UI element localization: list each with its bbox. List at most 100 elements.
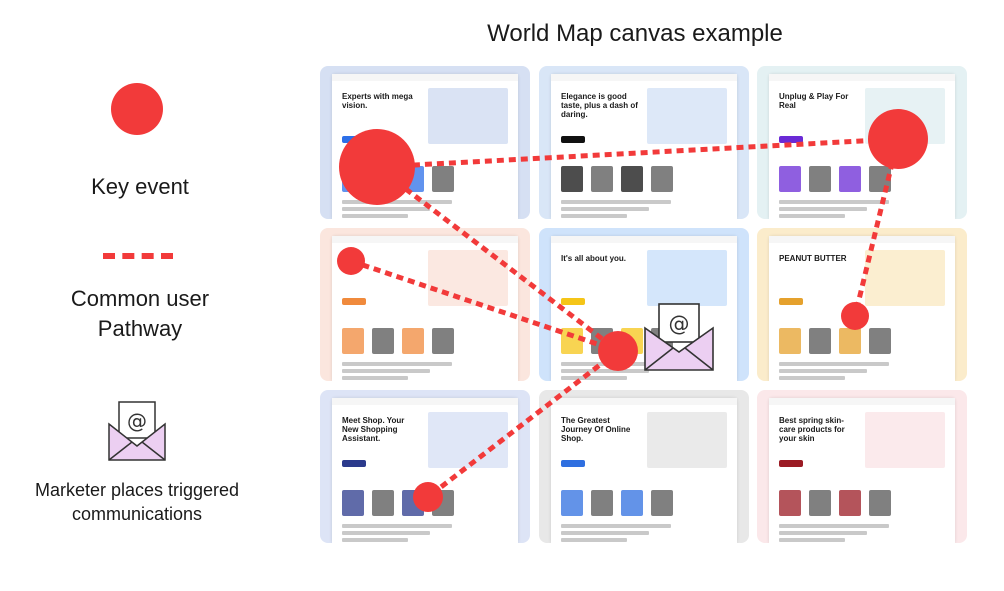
tile-headline: Best spring skin-care products for your … <box>779 416 845 443</box>
pathway-label: Common user Pathway <box>70 286 210 341</box>
product-thumbnail <box>809 490 831 516</box>
website-screenshot: Meet Shop. Your New Shopping Assistant. <box>320 390 530 543</box>
key-event-marker <box>868 109 928 169</box>
product-thumbnail <box>869 328 891 354</box>
user-pathway-line <box>852 138 901 317</box>
user-pathway-line <box>426 349 620 499</box>
text-line <box>779 369 867 373</box>
cta-button <box>342 460 366 467</box>
key-event-label: Key event <box>91 174 189 199</box>
cta-button <box>561 298 585 305</box>
product-thumbnail <box>869 490 891 516</box>
product-thumbnail <box>342 328 364 354</box>
text-line <box>779 531 867 535</box>
website-screenshot: Elegance is good taste, plus a dash of d… <box>539 66 749 219</box>
product-thumbnail <box>342 490 364 516</box>
key-event-marker <box>337 247 365 275</box>
text-line <box>561 524 671 528</box>
user-pathway-line <box>350 258 619 354</box>
product-thumbnail <box>591 490 613 516</box>
hero-image <box>647 88 727 144</box>
text-line <box>561 369 649 373</box>
product-thumbnail <box>651 166 673 192</box>
cta-button <box>342 298 366 305</box>
text-line <box>779 376 845 380</box>
browser-bar <box>332 398 518 405</box>
product-thumbnail <box>621 166 643 192</box>
hero-image <box>428 412 508 468</box>
product-thumbnail <box>561 166 583 192</box>
svg-text:@: @ <box>127 409 147 433</box>
product-thumbnail <box>621 490 643 516</box>
browser-bar <box>332 74 518 81</box>
text-line <box>342 524 452 528</box>
cta-button <box>561 136 585 143</box>
cta-button <box>779 298 803 305</box>
text-line <box>342 200 452 204</box>
svg-text:@: @ <box>669 312 690 336</box>
tile-headline: Elegance is good taste, plus a dash of d… <box>561 92 638 119</box>
text-line <box>779 200 889 204</box>
text-line <box>342 214 408 218</box>
text-line <box>779 207 867 211</box>
browser-bar <box>551 236 737 243</box>
browser-bar <box>769 398 955 405</box>
product-thumbnail <box>809 328 831 354</box>
marketer-label: Marketer places triggered communications <box>34 480 240 524</box>
product-thumbnail <box>779 166 801 192</box>
tile-headline: Unplug & Play For Real <box>779 92 849 110</box>
product-thumbnail <box>561 328 583 354</box>
hero-image <box>647 412 727 468</box>
user-pathway-line <box>376 136 899 170</box>
hero-image <box>428 88 508 144</box>
text-line <box>779 214 845 218</box>
text-line <box>561 214 627 218</box>
pathway-legend-line <box>103 253 173 259</box>
text-line <box>561 538 627 542</box>
website-screenshot: Best spring skin-care products for your … <box>757 390 967 543</box>
page-preview: The Greatest Journey Of Online Shop. <box>551 398 737 543</box>
envelope-icon: @ <box>108 401 166 461</box>
text-line <box>561 207 649 211</box>
text-line <box>342 369 430 373</box>
product-thumbnail <box>372 490 394 516</box>
text-line <box>561 531 649 535</box>
tile-headline: Meet Shop. Your New Shopping Assistant. <box>342 416 405 443</box>
common-user-pathways <box>350 136 901 499</box>
product-thumbnail <box>402 328 424 354</box>
website-screenshot: It's all about you. <box>539 228 749 381</box>
product-thumbnail <box>839 328 861 354</box>
browser-bar <box>769 74 955 81</box>
product-thumbnail <box>432 166 454 192</box>
text-line <box>779 362 889 366</box>
key-events <box>337 109 928 512</box>
product-thumbnail <box>591 166 613 192</box>
tile-headline: It's all about you. <box>561 254 627 263</box>
tile-headline: PEANUT BUTTER <box>779 254 847 263</box>
product-thumbnail <box>779 490 801 516</box>
hero-image <box>647 250 727 306</box>
page-preview: Elegance is good taste, plus a dash of d… <box>551 74 737 219</box>
browser-bar <box>332 236 518 243</box>
cta-button <box>779 136 803 143</box>
text-line <box>342 538 408 542</box>
text-line <box>779 524 889 528</box>
text-line <box>342 531 430 535</box>
key-event-marker <box>339 129 415 205</box>
text-line <box>342 207 430 211</box>
tile-headline: The Greatest Journey Of Online Shop. <box>561 416 631 443</box>
product-thumbnail <box>809 166 831 192</box>
cta-button <box>561 460 585 467</box>
hero-image <box>865 250 945 306</box>
page-preview: PEANUT BUTTER <box>769 236 955 381</box>
product-thumbnail <box>839 166 861 192</box>
text-line <box>779 538 845 542</box>
hero-image <box>865 412 945 468</box>
text-line <box>561 200 671 204</box>
text-line <box>342 362 452 366</box>
cta-button <box>779 460 803 467</box>
product-thumbnail <box>779 328 801 354</box>
page-preview: Best spring skin-care products for your … <box>769 398 955 543</box>
key-event-legend-marker <box>111 83 163 135</box>
